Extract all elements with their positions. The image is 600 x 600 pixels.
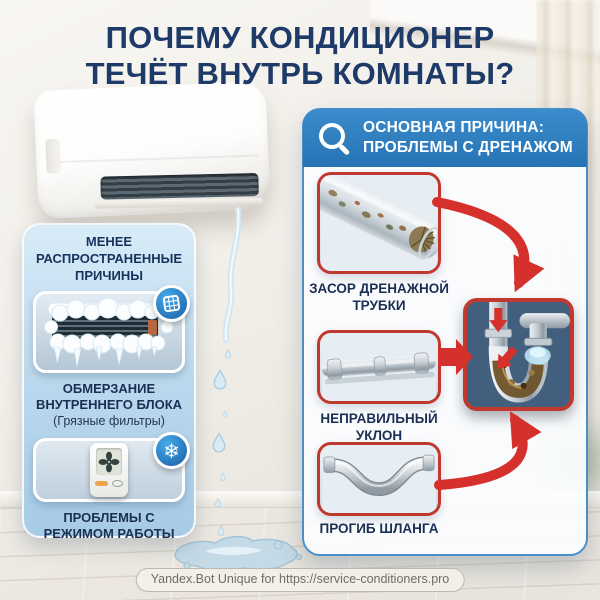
ac-vents: [99, 173, 259, 200]
right-item-caption: НЕПРАВИЛЬНЫЙ УКЛОН: [320, 411, 438, 444]
page-title: ПОЧЕМУ КОНДИЦИОНЕР ТЕЧЁТ ВНУТРЬ КОМНАТЫ?: [0, 20, 600, 92]
left-item-caption: ОБМЕРЗАНИЕ ВНУТРЕННЕГО БЛОКА: [35, 380, 183, 412]
left-panel-header: МЕНЕЕ РАСПРОСТРАНЕННЫЕ ПРИЧИНЫ: [35, 234, 183, 283]
watermark: Yandex.Bot Unique for https://service-co…: [135, 568, 465, 592]
header-line-1: ОСНОВНАЯ ПРИЧИНА:: [363, 119, 545, 137]
right-item-caption: ПРОГИБ ШЛАНГА: [319, 521, 439, 536]
filter-icon: [153, 284, 190, 322]
air-conditioner-image: [33, 81, 271, 219]
frozen-unit-image: [33, 284, 190, 373]
snowflake-icon: ❄: [153, 432, 190, 470]
wrong-slope-pipe-image: [317, 330, 441, 404]
search-icon: [316, 120, 352, 156]
header-line-2: ПРОБЛЕМЫ С ДРЕНАЖОМ: [363, 139, 573, 156]
icicles: [53, 346, 158, 367]
remote-button-oval: [112, 480, 123, 488]
main-cause-panel: ОСНОВНАЯ ПРИЧИНА: ПРОБЛЕМЫ С ДРЕНАЖОМ: [302, 108, 588, 556]
remote-button-orange: [95, 481, 108, 487]
title-line-2: ТЕЧЁТ ВНУТРЬ КОМНАТЫ?: [85, 55, 515, 91]
remote-control-image: ❄: [33, 432, 190, 503]
main-cause-header: ОСНОВНАЯ ПРИЧИНА: ПРОБЛЕМЫ С ДРЕНАЖОМ: [303, 109, 587, 167]
clogged-siphon-image: [463, 298, 574, 411]
right-item-caption: ЗАСОР ДРЕНАЖНОЙ ТРУБКИ: [309, 281, 449, 314]
flow-arrow-icon: [489, 308, 518, 369]
remote-screen: [96, 448, 122, 476]
fan-icon: [98, 451, 120, 473]
ac-side-detail: [45, 138, 61, 174]
less-common-causes-panel: МЕНЕЕ РАСПРОСТРАНЕННЫЕ ПРИЧИНЫ: [22, 223, 196, 541]
remote-control: [90, 443, 128, 498]
left-item-subcaption: (Грязные фильтры): [53, 414, 165, 429]
title-line-1: ПОЧЕМУ КОНДИЦИОНЕР: [105, 20, 495, 55]
main-cause-header-text: ОСНОВНАЯ ПРИЧИНА: ПРОБЛЕМЫ С ДРЕНАЖОМ: [363, 118, 573, 157]
clogged-drain-tube-image: [317, 172, 441, 274]
water-stream: [222, 206, 242, 343]
left-item-caption: ПРОБЛЕМЫ С РЕЖИМОМ РАБОТЫ: [43, 510, 175, 542]
sagging-hose-image: [317, 442, 441, 516]
